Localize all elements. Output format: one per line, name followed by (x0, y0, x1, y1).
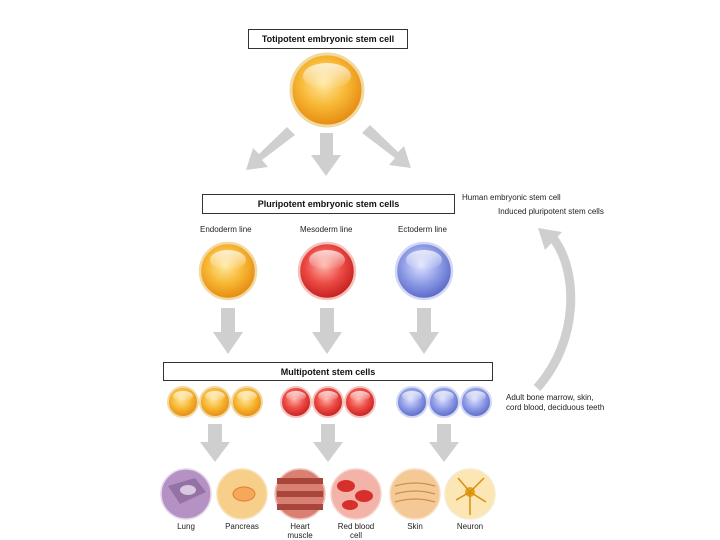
lung-cell-image (160, 468, 212, 520)
human-esc-label: Human embryonic stem cell (462, 193, 561, 202)
arrow-orange-tissues (200, 424, 230, 462)
totipotent-box: Totipotent embryonic stem cell (248, 29, 408, 49)
arrow-left (246, 127, 295, 170)
multipotent-cells (167, 386, 492, 418)
arrow-mesoderm (312, 308, 342, 354)
arrow-blue-tissues (429, 424, 459, 462)
arrow-middle (311, 133, 341, 176)
arrow-endoderm (213, 308, 243, 354)
ectoderm-cell (394, 241, 454, 301)
multipotent-label: Multipotent stem cells (280, 366, 376, 377)
cell-label-skin: Skin (407, 522, 423, 531)
cell-label-neuron: Neuron (456, 522, 484, 531)
mesoderm-cell (297, 241, 357, 301)
multipotent-blue-2 (428, 386, 460, 418)
reprogramming-arrow (533, 228, 576, 392)
cell-label-lung: Lung (177, 522, 195, 531)
adult-sources-label-2: cord blood, deciduous teeth (506, 403, 605, 412)
arrow-red-tissues (313, 424, 343, 462)
skin-cell-image (389, 468, 441, 520)
arrows-lower (200, 424, 459, 462)
arrows-top (246, 125, 411, 176)
ectoderm-line-label: Ectoderm line (398, 225, 447, 234)
multipotent-red-3 (344, 386, 376, 418)
pluripotent-box: Pluripotent embryonic stem cells (202, 194, 455, 214)
multipotent-red-1 (280, 386, 312, 418)
neuron-cell-image (444, 468, 496, 520)
multipotent-red-2 (312, 386, 344, 418)
multipotent-box: Multipotent stem cells (163, 362, 493, 381)
arrows-middle (213, 308, 439, 354)
pluripotent-label: Pluripotent embryonic stem cells (257, 199, 400, 209)
induced-pluripotent-label: Induced pluripotent stem cells (498, 207, 604, 216)
multipotent-blue-1 (396, 386, 428, 418)
cell-label-pancreas: Pancreas (225, 522, 259, 531)
endoderm-cell (198, 241, 258, 301)
pancreas-cell-image (216, 468, 268, 520)
red-blood-cell-image (330, 468, 382, 520)
mesoderm-line-label: Mesoderm line (300, 225, 353, 234)
multipotent-orange-3 (231, 386, 263, 418)
arrow-ectoderm (409, 308, 439, 354)
totipotent-cell (289, 52, 365, 128)
heart-muscle-cell-image (274, 468, 326, 520)
multipotent-orange-2 (199, 386, 231, 418)
endoderm-line-label: Endoderm line (200, 225, 252, 234)
arrow-right (362, 125, 411, 168)
adult-sources-label-1: Adult bone marrow, skin, (506, 393, 594, 402)
totipotent-label: Totipotent embryonic stem cell (261, 34, 395, 44)
multipotent-orange-1 (167, 386, 199, 418)
multipotent-blue-3 (460, 386, 492, 418)
